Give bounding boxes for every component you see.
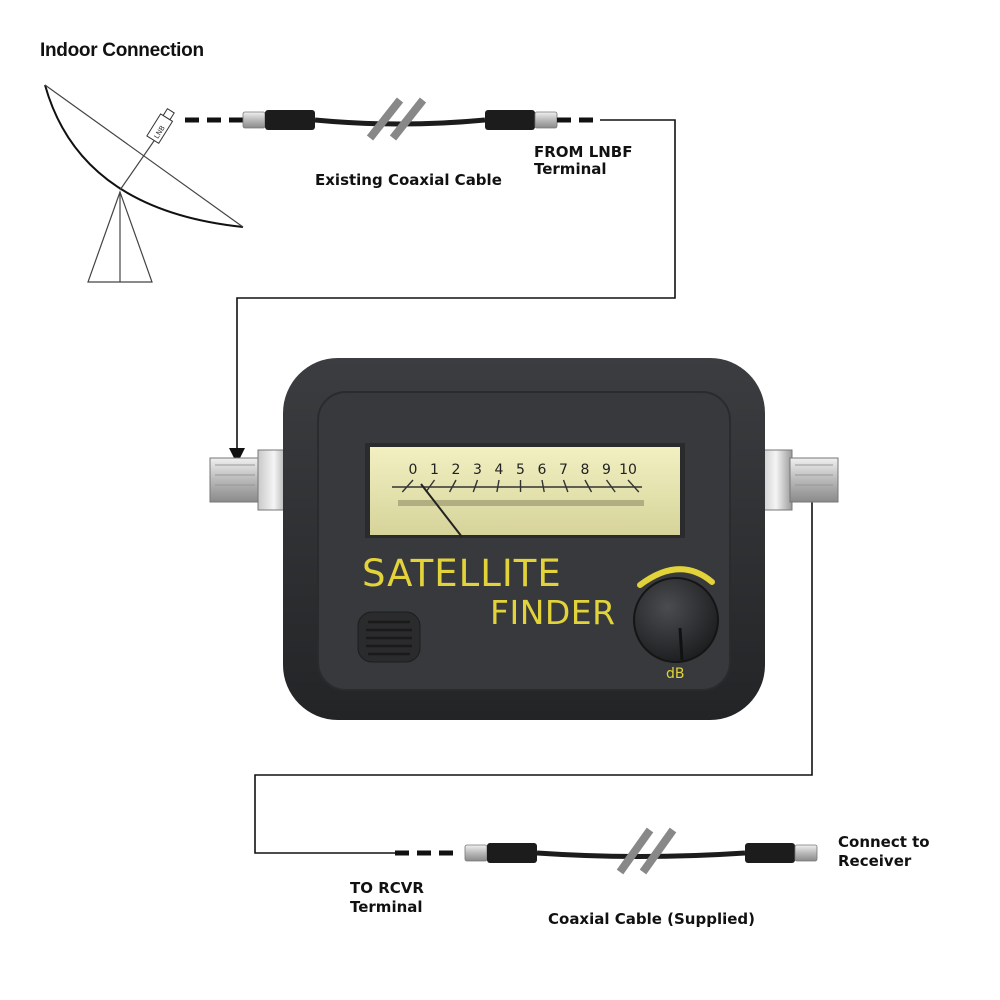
meter-tick: [562, 479, 569, 493]
from-lnbf-label-line2: Terminal: [534, 160, 607, 178]
left-f-connector: [209, 449, 291, 511]
meter-tick: [448, 479, 457, 493]
meter-scale-label: 5: [516, 462, 525, 478]
supplied-coaxial-cable: [395, 827, 818, 875]
satellite-dish-icon: LNB: [44, 84, 244, 283]
meter-tick: [584, 479, 593, 493]
knob-db-label: dB: [666, 666, 685, 682]
from-lnbf-label-line1: FROM LNBF: [534, 143, 633, 161]
connect-receiver-label-line1: Connect to: [838, 833, 930, 851]
meter-scale-label: 1: [430, 462, 439, 478]
receiver-connection-line: [254, 480, 820, 854]
to-rcvr-label-line1: TO RCVR: [350, 879, 424, 897]
brand-finder: FINDER: [490, 593, 616, 632]
meter-tick: [401, 479, 414, 493]
meter-tick: [425, 479, 436, 493]
meter-scale-label: 0: [409, 462, 418, 478]
speaker-grille-icon: [357, 611, 421, 663]
gain-knob[interactable]: [633, 577, 719, 663]
meter-scale-label: 7: [559, 462, 568, 478]
brand-satellite: SATELLITE: [362, 552, 562, 595]
meter-scale-label: 8: [581, 462, 590, 478]
to-rcvr-label-line2: Terminal: [350, 898, 423, 916]
meter-tick: [496, 479, 500, 493]
meter-tick: [472, 479, 479, 493]
meter-tick: [627, 479, 640, 493]
meter-tick-marks: [401, 479, 640, 493]
right-f-connector: [759, 449, 839, 511]
connect-receiver-label-line2: Receiver: [838, 852, 912, 870]
meter-scale-label: 10: [619, 462, 637, 478]
meter-scale-label: 6: [538, 462, 547, 478]
existing-cable-label: Existing Coaxial Cable: [315, 171, 502, 189]
meter-tick: [605, 479, 616, 493]
meter-scale-label: 3: [473, 462, 482, 478]
meter-needle: [420, 483, 463, 538]
lnbf-connection-line: [229, 119, 676, 464]
lnb-icon: LNB: [146, 108, 175, 145]
diagram-title: Indoor Connection: [40, 40, 204, 61]
supplied-cable-label: Coaxial Cable (Supplied): [548, 910, 756, 928]
meter-scale-label: 4: [495, 462, 504, 478]
meter-tick: [541, 479, 545, 493]
existing-coaxial-cable: [185, 97, 600, 141]
gain-arc-icon: [637, 566, 715, 588]
meter-scale-label: 9: [602, 462, 611, 478]
meter-scale-label: 2: [452, 462, 461, 478]
